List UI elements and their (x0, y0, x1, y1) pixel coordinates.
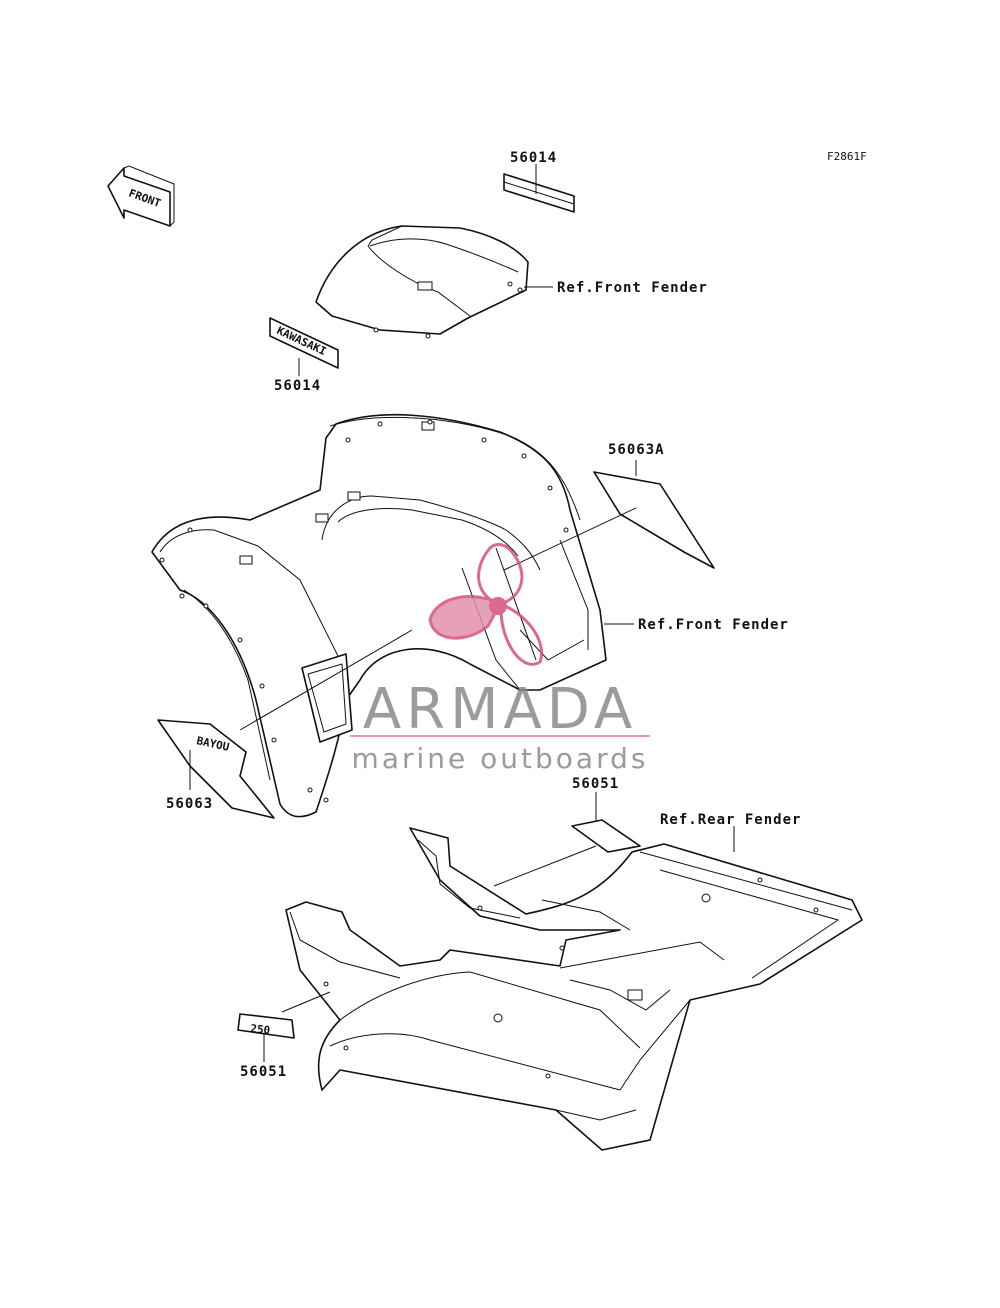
decal-56063-bayou: BAYOU (157, 719, 275, 819)
watermark-brand: ARMADA (363, 677, 637, 742)
callout-56014-top: 56014 (510, 150, 557, 166)
watermark-tagline: marine outboards (352, 742, 649, 775)
front-arrow-icon: FRONT (107, 165, 175, 227)
decal-56014-top (503, 173, 575, 213)
callout-ref-front-fender-1: Ref.Front Fender (557, 280, 708, 296)
armada-watermark: ARMADA marine outboards (350, 543, 650, 775)
leader-56063-body (239, 629, 413, 731)
callout-56051-upper: 56051 (572, 776, 619, 792)
diagram-code: F2861F (827, 150, 867, 163)
front-fender-main (151, 413, 607, 818)
decal-kawasaki-56014: KAWASAKI (269, 317, 339, 369)
callout-56014-bottom: 56014 (274, 378, 321, 394)
leader-56051-upper-body (493, 845, 597, 887)
rear-fender (285, 827, 863, 1151)
front-fender-top (315, 225, 529, 339)
decal-56051-upper (571, 819, 641, 853)
decal-56063A (593, 471, 715, 569)
decal-56051-lower: 250 (237, 1013, 295, 1039)
rear-decal-text: 250 (250, 1022, 271, 1037)
propeller-logo-icon (428, 543, 543, 666)
leader-56051-lower-body (281, 991, 331, 1013)
callout-56051-lower: 56051 (240, 1064, 287, 1080)
callout-ref-front-fender-2: Ref.Front Fender (638, 617, 789, 633)
callout-56063: 56063 (166, 796, 213, 812)
leader-56063A-body (503, 507, 637, 571)
callout-ref-rear-fender: Ref.Rear Fender (660, 812, 801, 828)
callout-56063A: 56063A (608, 442, 665, 458)
